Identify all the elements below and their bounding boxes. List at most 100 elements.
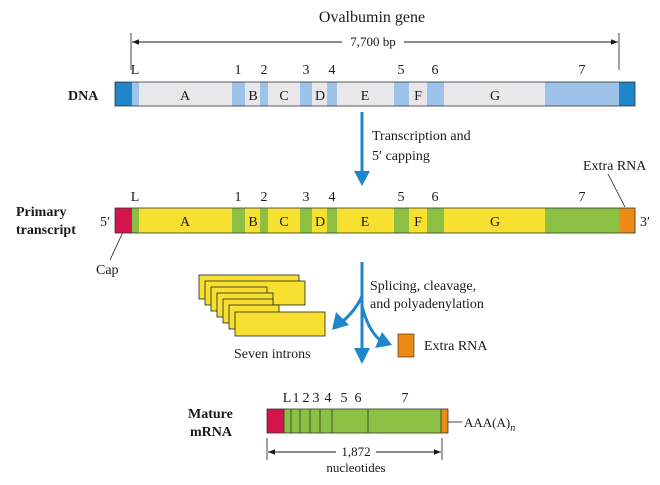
five-prime-label: 5′ bbox=[100, 215, 110, 230]
intron-letter-label: B bbox=[248, 215, 257, 230]
exon-number-label: 5 bbox=[398, 190, 405, 205]
intron-letter-label: F bbox=[414, 215, 422, 230]
exon-number-label: 3 bbox=[303, 190, 310, 205]
seven-introns-label: Seven introns bbox=[234, 347, 311, 362]
exon-segment bbox=[300, 82, 312, 106]
exon-number-label: L bbox=[131, 190, 140, 205]
exon-segment bbox=[545, 82, 619, 106]
exon-number-label: 6 bbox=[432, 190, 439, 205]
exon-number-label: 7 bbox=[579, 63, 586, 78]
dna-exon-numbers: L 1 2 3 4 5 6 7 bbox=[131, 63, 586, 78]
polya-prefix: AAA(A) bbox=[464, 415, 510, 430]
exon-segment bbox=[619, 82, 635, 106]
splicing-step-line2: and polyadenylation bbox=[370, 297, 484, 312]
intron-letter-label: A bbox=[180, 215, 191, 230]
transcription-step-line1: Transcription and bbox=[372, 129, 471, 144]
polya-subscript: n bbox=[510, 423, 515, 434]
exon-segment bbox=[394, 82, 409, 106]
intron-segment bbox=[409, 208, 427, 233]
exon-segment bbox=[284, 409, 441, 433]
exon-segment bbox=[327, 82, 337, 106]
mrna-length-value: 1,872 bbox=[341, 444, 370, 459]
gene-length-label-bg bbox=[342, 34, 404, 50]
intron-segment bbox=[409, 82, 427, 106]
exon-number-label: 5 bbox=[398, 63, 405, 78]
splicing-step-line1: Splicing, cleavage, bbox=[370, 279, 476, 294]
cap-segment bbox=[115, 208, 132, 233]
polya-segment bbox=[441, 409, 448, 433]
exon-segment bbox=[132, 208, 139, 233]
cap-label: Cap bbox=[96, 263, 119, 278]
primary-row-label-line1: Primary bbox=[16, 205, 67, 220]
mature-row-label-line1: Mature bbox=[188, 407, 233, 422]
extra-rna-segment bbox=[619, 208, 635, 233]
intron-letter-label: B bbox=[248, 89, 257, 104]
intron-letter-label: G bbox=[490, 215, 500, 230]
exon-number-label: 4 bbox=[329, 63, 336, 78]
intron-letter-label: D bbox=[315, 215, 325, 230]
exon-segment bbox=[260, 208, 268, 233]
exon-number-label: 1 bbox=[235, 63, 242, 78]
transcription-arrow bbox=[354, 112, 370, 186]
exon-segment bbox=[427, 208, 444, 233]
exon-segment bbox=[132, 82, 139, 106]
dna-bar bbox=[114, 81, 636, 107]
gene-length-label: 7,700 bp bbox=[350, 34, 396, 49]
extra-rna-label-top: Extra RNA bbox=[583, 159, 647, 174]
exon-segment bbox=[394, 208, 409, 233]
intron-segment bbox=[245, 208, 260, 233]
removed-introns-stack bbox=[198, 274, 326, 337]
intron-letter-label: E bbox=[361, 89, 370, 104]
intron-letter-label: E bbox=[361, 215, 370, 230]
mature-mrna-bar bbox=[266, 408, 449, 434]
intron-segment bbox=[337, 208, 394, 233]
intron-segment bbox=[312, 82, 327, 106]
intron-letter-label: G bbox=[490, 89, 500, 104]
extra-rna-pointer bbox=[607, 173, 626, 208]
splicing-arrows bbox=[332, 262, 392, 364]
dna-row-label: DNA bbox=[68, 89, 99, 104]
exon-number-label: 5 bbox=[341, 391, 348, 406]
exon-segment bbox=[115, 82, 132, 106]
primary-bar-outline bbox=[114, 207, 636, 234]
exon-segment bbox=[427, 82, 444, 106]
exon-number-label: L bbox=[131, 63, 140, 78]
exon-segment bbox=[327, 208, 337, 233]
exon-number-label: 2 bbox=[261, 190, 268, 205]
intron-segment bbox=[444, 208, 545, 233]
transcription-step-line2: 5′ capping bbox=[372, 149, 430, 164]
intron-letter-label: C bbox=[279, 89, 288, 104]
three-prime-label: 3′ bbox=[640, 215, 650, 230]
mrna-length-unit: nucleotides bbox=[326, 460, 385, 475]
mature-row-label-line2: mRNA bbox=[190, 425, 233, 440]
intron-letter-label: F bbox=[414, 89, 422, 104]
cap-pointer bbox=[109, 231, 124, 261]
intron-segment bbox=[444, 82, 545, 106]
mature-bar-outline bbox=[266, 408, 449, 434]
exon-segment bbox=[260, 82, 268, 106]
exon-number-label: 1 bbox=[293, 391, 300, 406]
intron-segment bbox=[245, 82, 260, 106]
exon-number-label: 2 bbox=[303, 391, 310, 406]
exon-number-label: 2 bbox=[261, 63, 268, 78]
cap-segment bbox=[267, 409, 284, 433]
intron-letter-label: D bbox=[315, 89, 325, 104]
exon-number-label: 6 bbox=[432, 63, 439, 78]
exon-number-label: 7 bbox=[579, 190, 586, 205]
exon-number-label: 3 bbox=[303, 63, 310, 78]
exon-number-label: 7 bbox=[402, 391, 409, 406]
exon-segment bbox=[232, 208, 245, 233]
exon-number-label: L bbox=[283, 391, 292, 406]
intron-segment bbox=[139, 82, 232, 106]
exon-number-label: 6 bbox=[355, 391, 362, 406]
gene-title: Ovalbumin gene bbox=[319, 9, 425, 26]
exon-number-label: 4 bbox=[325, 391, 332, 406]
exon-number-label: 4 bbox=[329, 190, 336, 205]
intron-segment bbox=[268, 208, 300, 233]
